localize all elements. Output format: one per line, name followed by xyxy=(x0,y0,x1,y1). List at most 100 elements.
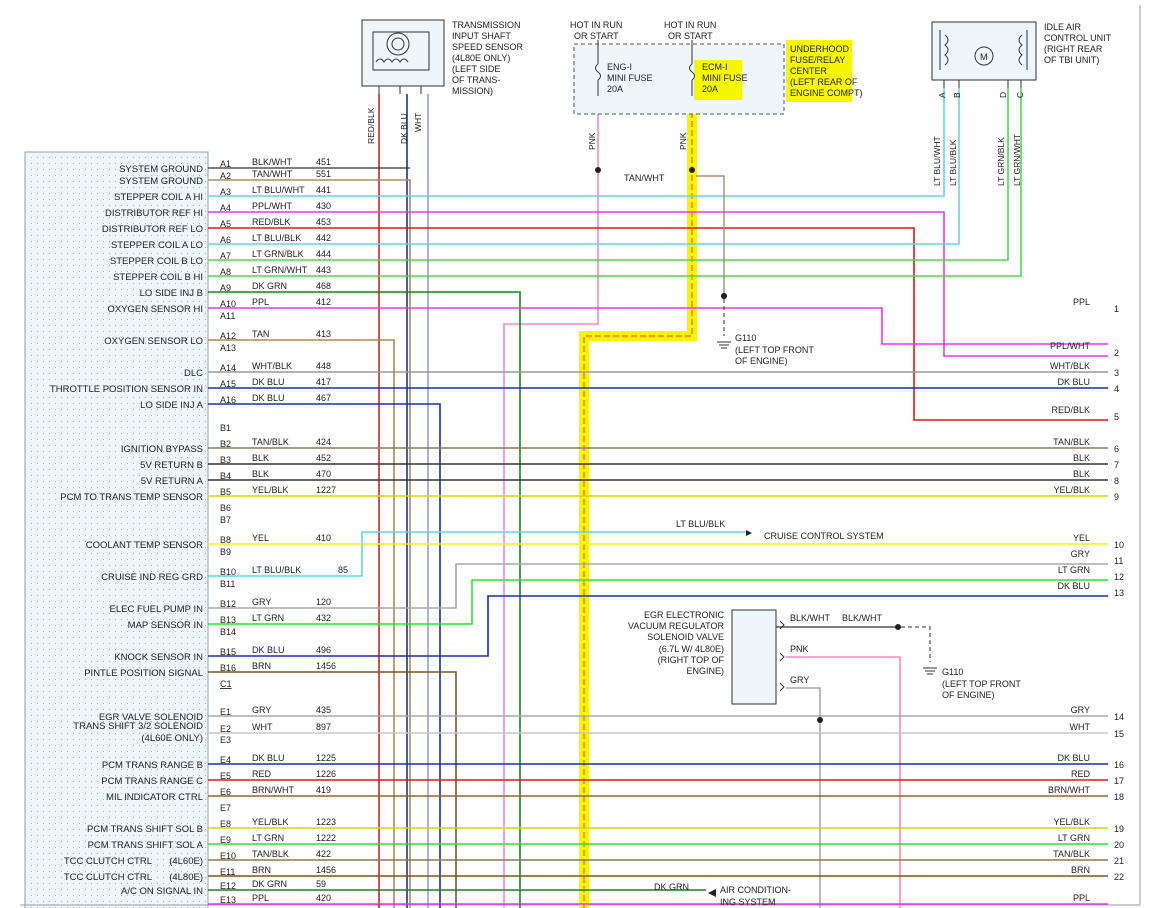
circuit-number: 444 xyxy=(316,249,331,259)
wire-a9 xyxy=(208,291,521,908)
pin-label: B3 xyxy=(220,455,231,465)
circuit-number: 419 xyxy=(316,785,331,795)
circuit-number: 470 xyxy=(316,469,331,479)
wire-color-label: LT GRN/WHT xyxy=(252,265,308,275)
right-wire-label: PPL xyxy=(1073,893,1090,903)
wire-color-label: GRY xyxy=(252,705,271,715)
circuit-number: 424 xyxy=(316,437,331,447)
wire-color-label: BRN/WHT xyxy=(252,785,294,795)
wire-a10 xyxy=(208,307,1108,345)
pin-label: B7 xyxy=(220,515,231,525)
ac-wire-label: DK GRN xyxy=(654,882,689,892)
iac-label-3: OF TBI UNIT) xyxy=(1044,55,1099,65)
circuit-number: 1227 xyxy=(316,485,336,495)
pin-label: E4 xyxy=(220,755,231,765)
pnk-label-1: PNK xyxy=(587,132,597,150)
pin-label: A8 xyxy=(220,267,231,277)
pin-label: A12 xyxy=(220,331,236,341)
pcm-function-label: STEPPER COIL A HI xyxy=(114,192,203,203)
terminal-number: 8 xyxy=(1114,476,1119,486)
circuit-number: 441 xyxy=(316,185,331,195)
circuit-number: 452 xyxy=(316,453,331,463)
eng-fuse-1: MINI FUSE xyxy=(607,73,653,83)
pcm-function-label: PCM TRANS RANGE C xyxy=(101,776,203,787)
wire-a12 xyxy=(208,339,395,908)
connector-arrow-icon xyxy=(746,530,752,536)
ground-g110-b: G110 (LEFT TOP FRONT OF ENGINE) xyxy=(895,624,1021,700)
wire-a2 xyxy=(208,179,411,908)
circuit-number: 897 xyxy=(316,722,331,732)
right-wire-label: WHT xyxy=(1070,722,1091,732)
pin-label: E3 xyxy=(220,735,231,745)
underhood-0: UNDERHOOD xyxy=(790,44,850,54)
pin-label: E7 xyxy=(220,803,231,813)
ground-g110-a: G110 (LEFT TOP FRONT OF ENGINE) xyxy=(717,293,814,366)
pin-label: B11 xyxy=(220,579,235,589)
egr-label-3: (6.7L W/ 4L80E) xyxy=(659,644,724,654)
wire-color-label: DK BLU xyxy=(252,393,285,403)
connector-arrow-icon xyxy=(708,889,716,897)
egr-label-5: ENGINE) xyxy=(686,666,724,676)
splice-dot-1 xyxy=(689,167,695,173)
ac-system-label-1: ING SYSTEM xyxy=(720,897,776,907)
right-wire-label: DK BLU xyxy=(1057,753,1090,763)
pcm-texture xyxy=(25,152,208,908)
terminal-number: 20 xyxy=(1114,840,1124,850)
pcm-function-label: OXYGEN SENSOR LO xyxy=(104,336,203,347)
terminal-number: 19 xyxy=(1114,824,1124,834)
g110-a-0: G110 xyxy=(735,333,756,343)
pin-label: E10 xyxy=(220,851,236,861)
tiss-label-1: INPUT SHAFT xyxy=(452,31,511,41)
pcm-function-label: PCM TRANS SHIFT SOL B xyxy=(87,824,203,835)
wire-color-label: BLK xyxy=(252,469,269,479)
wire-color-label: TAN xyxy=(252,329,269,339)
hot-run-2-1: OR START xyxy=(668,31,713,41)
circuit-number: 420 xyxy=(316,893,331,903)
pin-label: B12 xyxy=(220,599,236,609)
pcm-function-label: MIL INDICATOR CTRL xyxy=(106,792,203,803)
gear-icon xyxy=(386,32,410,56)
right-wire-label: BLK xyxy=(1073,453,1090,463)
iac-wire-0: LT BLU/WHT xyxy=(932,136,942,186)
iac-label-0: IDLE AIR xyxy=(1044,22,1082,32)
pin-label: B10 xyxy=(220,567,236,577)
pcm-function-label: 5V RETURN A xyxy=(141,476,204,487)
egr-wire-3: GRY xyxy=(790,675,809,685)
terminal-number: 2 xyxy=(1114,348,1119,358)
wire-color-label: DK BLU xyxy=(252,377,285,387)
pin-label: B9 xyxy=(220,547,231,557)
iac-label-2: (RIGHT REAR xyxy=(1044,44,1103,54)
pcm-function-label: MAP SENSOR IN xyxy=(128,620,203,631)
terminal-number: 17 xyxy=(1114,776,1124,786)
wire-b12 xyxy=(208,563,1108,609)
wire-a6 xyxy=(208,88,960,245)
wire-color-label: TAN/BLK xyxy=(252,437,289,447)
right-wire-label: TAN/BLK xyxy=(1053,849,1090,859)
pin-label: C1 xyxy=(220,679,232,689)
circuit-number: 1226 xyxy=(316,769,336,779)
eng-fuse-2: 20A xyxy=(607,84,623,94)
egr-label-1: VACUUM REGULATOR xyxy=(628,621,725,631)
pin-label: B4 xyxy=(220,471,231,481)
ecm-fuse-1: MINI FUSE xyxy=(702,73,748,83)
wire-color-label: YEL/BLK xyxy=(252,485,289,495)
circuit-number: 1456 xyxy=(316,661,336,671)
circuit-number: 413 xyxy=(316,329,331,339)
pcm-function-label: STEPPER COIL A LO xyxy=(111,240,203,251)
circuit-number: 435 xyxy=(316,705,331,715)
wire-color-label: BRN xyxy=(252,661,271,671)
wire-color-label: PPL xyxy=(252,893,269,903)
pcm-function-label: 5V RETURN B xyxy=(140,460,203,471)
right-wire-label: RED xyxy=(1071,769,1091,779)
ecm-fuse-icon xyxy=(689,63,695,81)
wire-color-label: YEL/BLK xyxy=(252,817,289,827)
pcm-function-label: LO SIDE INJ B xyxy=(140,288,203,299)
pin-label: A14 xyxy=(220,363,236,373)
pin-label: A11 xyxy=(220,311,235,321)
wire-color-label: YEL xyxy=(252,533,269,543)
pcm-function-qualifier: (4L60E) xyxy=(169,856,203,867)
wire-b15 xyxy=(208,595,1108,657)
pin-label: A7 xyxy=(220,251,231,261)
right-wire-label: DK BLU xyxy=(1057,377,1090,387)
